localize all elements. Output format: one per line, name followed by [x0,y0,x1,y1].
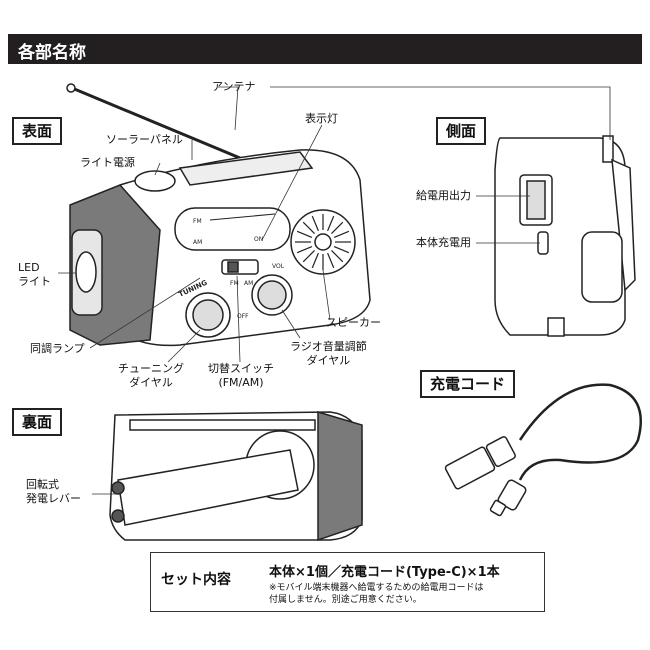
antenna-rod [71,86,241,160]
speaker-spoke [311,215,319,232]
section-side: 側面 [436,117,487,145]
set-contents-items: 本体×1個／充電コード(Type-C)×1本 [269,565,500,580]
section-cord: 充電コード [420,370,516,398]
label-body-charge: 本体充電用 [416,236,471,249]
label-led-light: LED ライト [18,261,51,288]
speaker-spoke [331,221,344,234]
tuning-dial-inner [192,299,224,331]
print-fm: FM [193,218,202,225]
label-power-out: 給電用出力 [416,189,471,202]
section-back: 裏面 [12,408,63,436]
side-antenna-clip [602,135,614,163]
led-bulb [75,251,97,293]
back-gray-edge [317,410,363,542]
typec-plug [489,479,527,517]
label-tuning-dial: チューニング ダイヤル [118,362,184,389]
set-contents-box: セット内容 本体×1個／充電コード(Type-C)×1本 ※モバイル端末機器へ給… [150,552,545,612]
speaker-spoke [296,246,313,254]
label-speaker: スピーカー [326,316,381,329]
speaker-spoke [311,252,319,269]
antenna-tip [66,83,76,93]
label-switch: 切替スイッチ (FM/AM) [208,362,274,389]
speaker-spoke [302,221,315,234]
lever-pin-bottom [111,509,125,523]
set-contents-heading: セット内容 [161,572,231,588]
speaker-spoke [333,246,350,254]
solar-panel [178,151,314,186]
label-tuning-lamp: 同調ランプ [30,342,85,355]
lever-pin-top [111,481,125,495]
speaker-spoke [333,230,350,238]
speaker-spoke [331,250,344,263]
page-title: 各部名称 [18,43,86,63]
usb-a-plug [444,436,516,490]
speaker-spoke [302,250,315,263]
front-radio-illustration [66,83,371,347]
label-solar-panel: ソーラーパネル [106,133,183,146]
label-lever: 回転式 発電レバー [26,478,81,505]
label-indicator: 表示灯 [305,112,338,125]
speaker-spoke [296,230,313,238]
crank-lever [117,449,299,526]
charging-cord-illustration [444,383,643,517]
section-front: 表面 [12,117,63,145]
freq-scale-line [209,213,276,221]
speaker-center [314,233,332,251]
side-lever [581,231,623,303]
title-bar: 各部名称 [8,34,642,64]
speaker-spoke [327,215,335,232]
back-view-illustration [109,410,363,542]
label-volume-dial: ラジオ音量調節 ダイヤル [290,340,367,367]
print-vol: VOL [272,263,285,270]
frequency-window [174,207,291,251]
set-contents-note: ※モバイル端末機器へ給電するための給電用コードは 付属しません。別途ご用意くださ… [269,583,484,605]
side-view-illustration [494,135,636,337]
side-bottom-tab [547,317,565,337]
print-am: AM [193,239,202,246]
print-on: ON [254,236,263,243]
print-off: OFF [237,313,249,320]
back-top-slot [129,419,316,431]
label-antenna: アンテナ [212,80,256,93]
label-light-power: ライト電源 [80,156,135,169]
print-sw-fm: FM [230,280,239,287]
cable-loop [518,383,643,481]
side-leader-lines [270,86,611,244]
switch-knob [227,261,239,273]
usb-output-port [526,180,546,220]
light-power-button [134,170,176,192]
speaker-spoke [327,252,335,269]
print-sw-am: AM [244,280,253,287]
front-leader-lines [58,86,331,363]
volume-dial-inner [257,280,287,310]
